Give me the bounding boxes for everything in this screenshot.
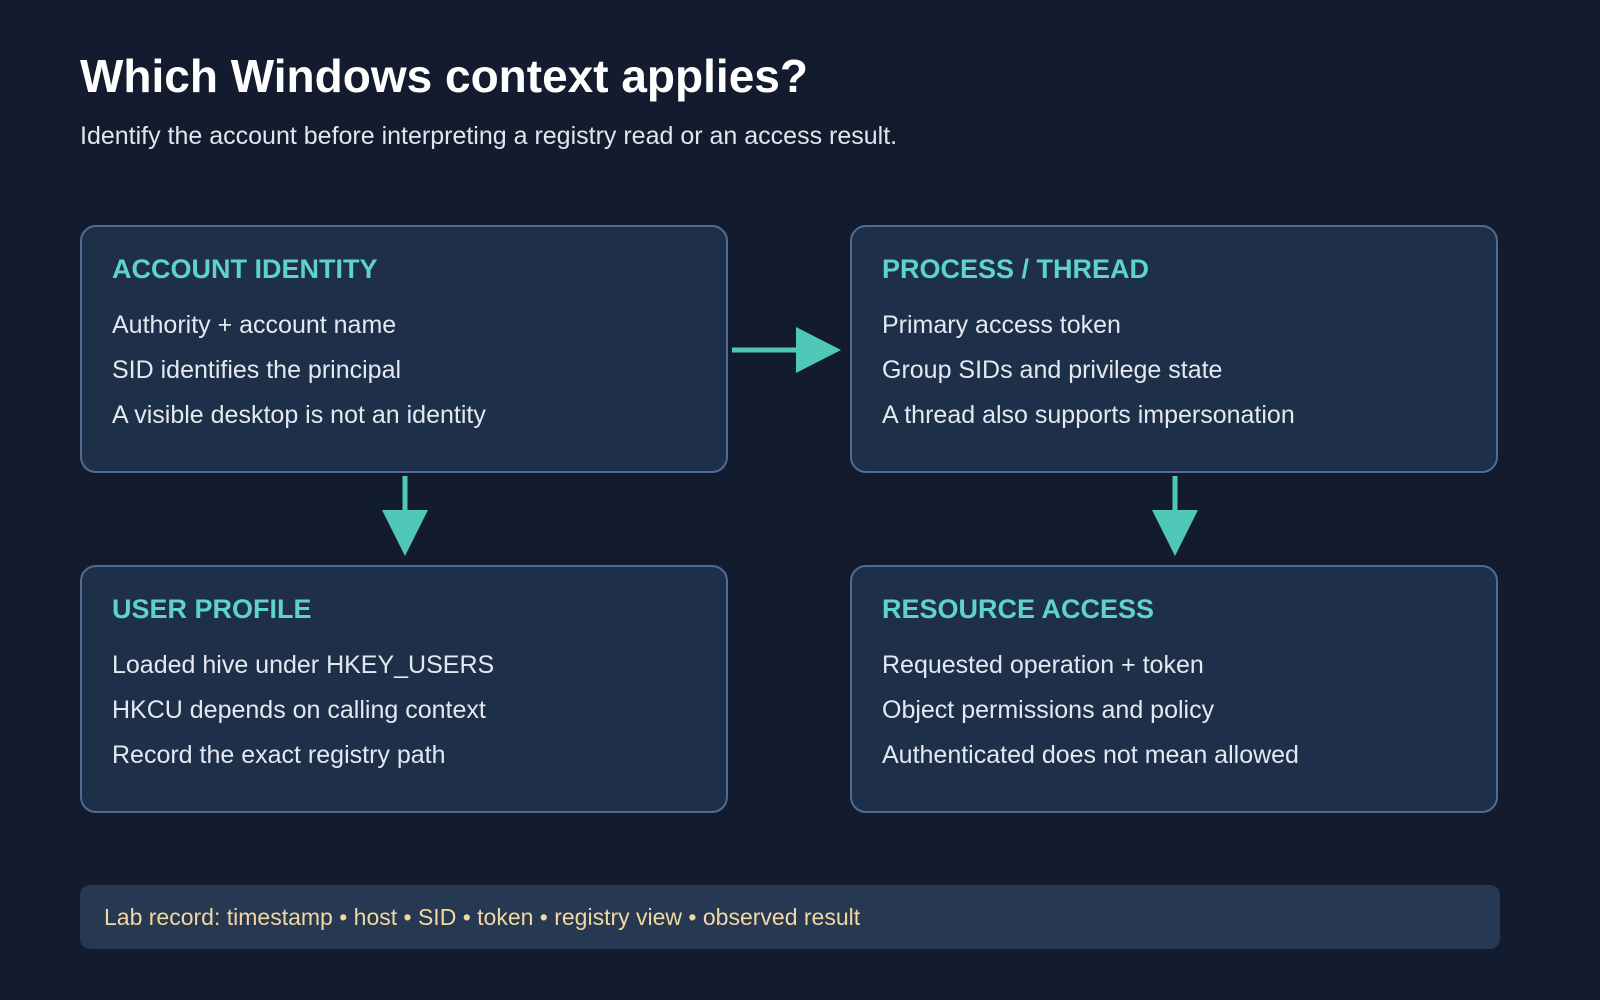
card-title: USER PROFILE bbox=[112, 594, 312, 624]
card-title: ACCOUNT IDENTITY bbox=[112, 254, 378, 284]
lab-record-footer: Lab record: timestamp • host • SID • tok… bbox=[80, 885, 1500, 949]
arrow-identity-to-profile bbox=[382, 476, 428, 556]
card-line: Primary access token bbox=[882, 311, 1121, 340]
arrow-identity-to-process bbox=[732, 327, 841, 373]
card-line: Record the exact registry path bbox=[112, 741, 446, 770]
card-user-profile: USER PROFILE Loaded hive under HKEY_USER… bbox=[80, 565, 728, 813]
page-title: Which Windows context applies? bbox=[80, 50, 808, 102]
card-process-thread: PROCESS / THREAD Primary access token Gr… bbox=[850, 225, 1498, 473]
card-resource-access: RESOURCE ACCESS Requested operation + to… bbox=[850, 565, 1498, 813]
card-line: Group SIDs and privilege state bbox=[882, 356, 1223, 385]
card-line: HKCU depends on calling context bbox=[112, 696, 486, 725]
card-line: Object permissions and policy bbox=[882, 696, 1215, 725]
card-account-identity: ACCOUNT IDENTITY Authority + account nam… bbox=[80, 225, 728, 473]
card-line: Requested operation + token bbox=[882, 651, 1204, 680]
card-line: Authenticated does not mean allowed bbox=[882, 741, 1299, 770]
card-title: RESOURCE ACCESS bbox=[882, 594, 1155, 624]
card-line: Loaded hive under HKEY_USERS bbox=[112, 651, 495, 680]
lab-record-text: Lab record: timestamp • host • SID • tok… bbox=[104, 903, 861, 930]
card-line: SID identifies the principal bbox=[112, 356, 402, 385]
card-title: PROCESS / THREAD bbox=[882, 254, 1150, 284]
arrow-process-to-resource bbox=[1152, 476, 1198, 556]
page-subtitle: Identify the account before interpreting… bbox=[80, 122, 898, 150]
card-line: Authority + account name bbox=[112, 311, 397, 340]
card-line: A thread also supports impersonation bbox=[882, 401, 1295, 430]
card-line: A visible desktop is not an identity bbox=[112, 401, 486, 430]
